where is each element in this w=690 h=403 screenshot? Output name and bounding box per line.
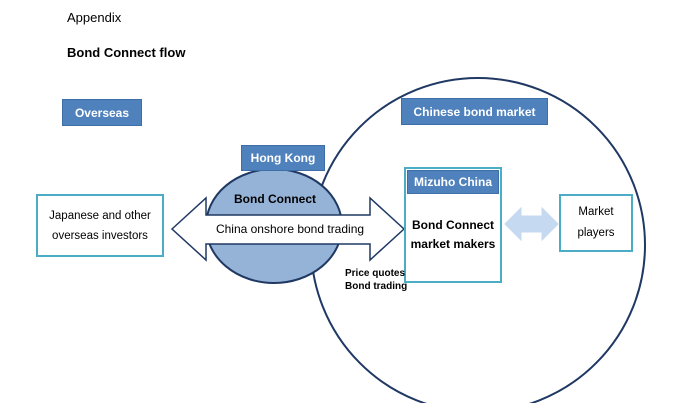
market-makers-line-2: market makers <box>410 237 496 251</box>
hong-kong-tag: Hong Kong <box>241 145 325 171</box>
annotation-line-2: Bond trading <box>345 281 408 292</box>
players-line-2: players <box>577 227 615 239</box>
investors-line-2: overseas investors <box>52 229 148 242</box>
market-players-box: Market players <box>559 194 633 252</box>
mizuho-tag: Mizuho China <box>407 170 499 194</box>
price-quotes-annotation: Price quotes Bond trading <box>345 267 407 293</box>
overseas-tag: Overseas <box>62 99 142 126</box>
investors-box: Japanese and other overseas investors <box>36 194 164 257</box>
bond-connect-label: Bond Connect <box>234 192 316 206</box>
chinese-market-tag: Chinese bond market <box>401 98 548 125</box>
market-makers-line-1: Bond Connect <box>412 218 494 232</box>
appendix-label: Appendix <box>67 10 122 25</box>
market-makers-label: Bond Connect market makers <box>406 216 500 254</box>
market-players-arrow <box>504 206 559 242</box>
annotation-line-1: Price quotes <box>345 268 406 279</box>
onshore-trading-label: China onshore bond trading <box>215 222 365 236</box>
diagram-title: Bond Connect flow <box>67 45 186 60</box>
players-line-1: Market <box>578 206 614 218</box>
investors-line-1: Japanese and other <box>49 209 151 222</box>
